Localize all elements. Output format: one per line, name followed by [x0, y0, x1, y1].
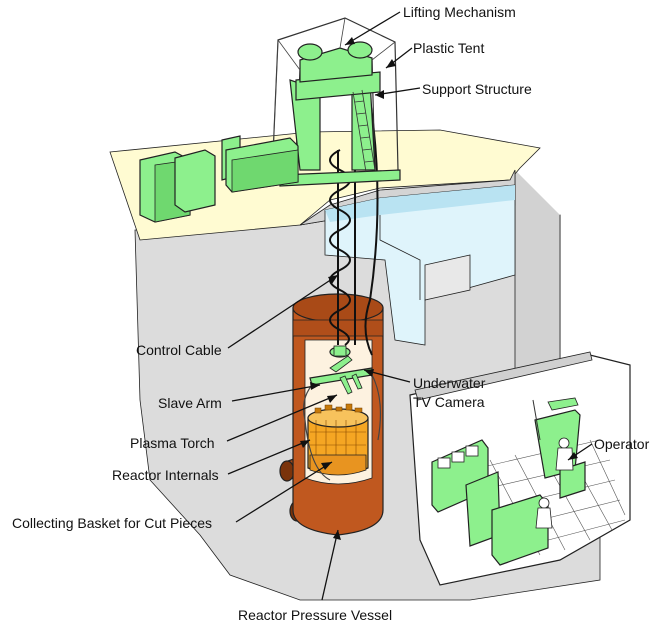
label-reactor-pressure-vessel: Reactor Pressure Vessel — [238, 607, 392, 623]
label-operator: Operator — [594, 436, 650, 452]
label-lifting-mechanism: Lifting Mechanism — [403, 4, 516, 20]
slave-arm-unit — [309, 345, 373, 395]
leader-lines — [226, 11, 593, 601]
reactor-pressure-vessel — [279, 293, 384, 536]
label-collecting-basket: Collecting Basket for Cut Pieces — [12, 515, 212, 531]
label-plasma-torch: Plasma Torch — [130, 435, 215, 451]
label-reactor-internals: Reactor Internals — [112, 467, 219, 483]
label-slave-arm: Slave Arm — [158, 395, 222, 411]
label-underwater-tv-camera-line2: TV Camera — [413, 394, 485, 410]
support-structure — [271, 17, 401, 187]
label-plastic-tent: Plastic Tent — [413, 40, 484, 56]
labels: Lifting Mechanism Plastic Tent Support S… — [12, 4, 650, 623]
label-support-structure: Support Structure — [422, 81, 532, 97]
control-cabinets — [139, 135, 299, 223]
operator-console — [431, 397, 586, 566]
water-pool — [324, 184, 516, 346]
label-underwater-tv-camera-line1: Underwater — [413, 375, 486, 391]
debris — [314, 403, 363, 414]
label-control-cable: Control Cable — [136, 342, 222, 358]
